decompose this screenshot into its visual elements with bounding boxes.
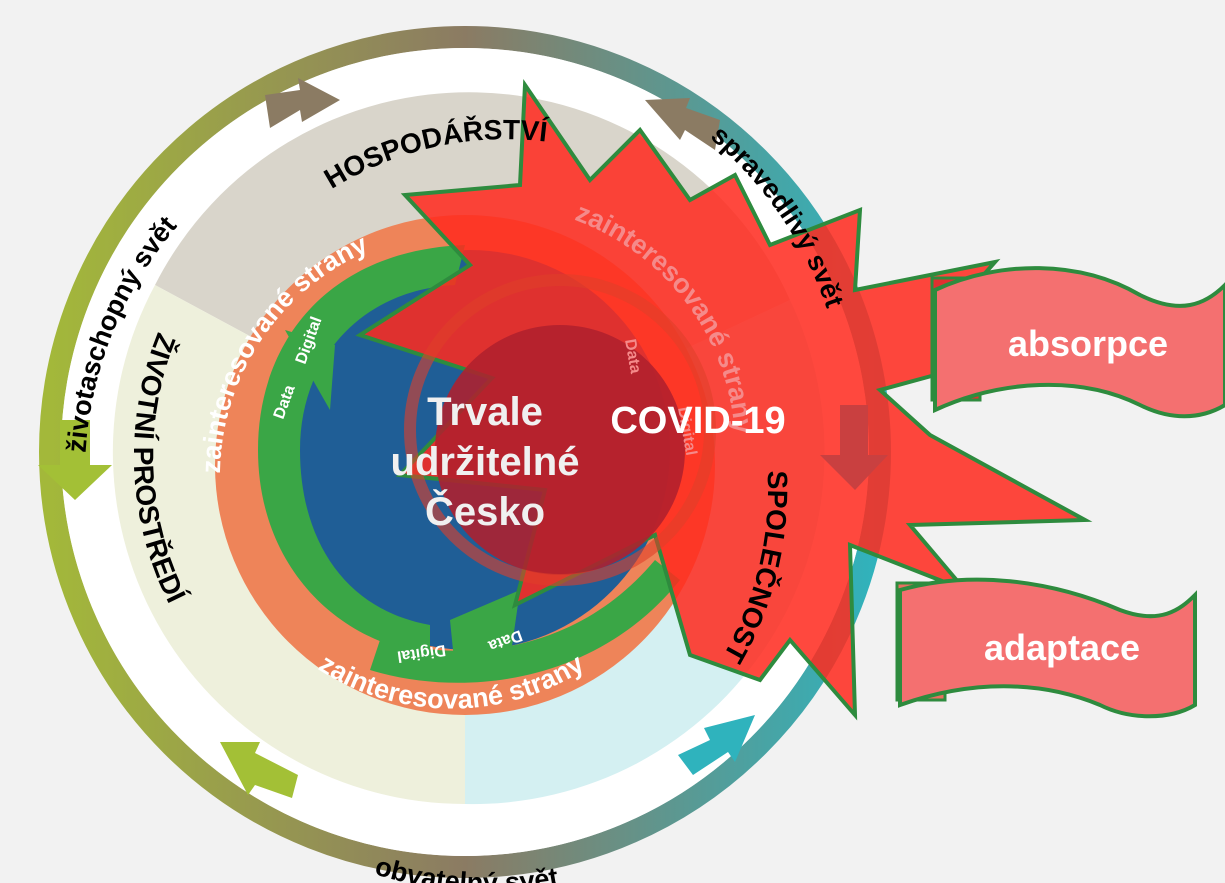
center-title-line3: Česko (425, 488, 545, 534)
covid-core (435, 325, 685, 575)
covid-label: COVID-19 (610, 400, 785, 442)
green-arrow-bottom-head (450, 590, 520, 670)
green-arrow-bottom (370, 560, 680, 683)
center-title-line1: Trvale (427, 390, 543, 434)
red-arrow-down (820, 405, 888, 490)
center-title-line2: udržitelné (391, 440, 580, 484)
bottom-digital-label: Digital (396, 641, 447, 665)
brown-arrow-top-right (645, 98, 720, 150)
adaptace-label: adaptace (984, 627, 1140, 668)
green-arrow-left-head (285, 330, 335, 410)
olive-arrow-bottom (220, 742, 298, 798)
covid-core-arc (404, 274, 716, 586)
teal-arrow-bottom-right (678, 715, 755, 775)
absorpce-label: absorpce (1008, 323, 1168, 364)
brown-arrow-top-left (265, 78, 340, 128)
olive-arrow-left (38, 420, 112, 500)
adaptace-banner (898, 577, 1197, 719)
right-data-label: Data (621, 338, 644, 375)
absorpce-banner (933, 266, 1225, 419)
